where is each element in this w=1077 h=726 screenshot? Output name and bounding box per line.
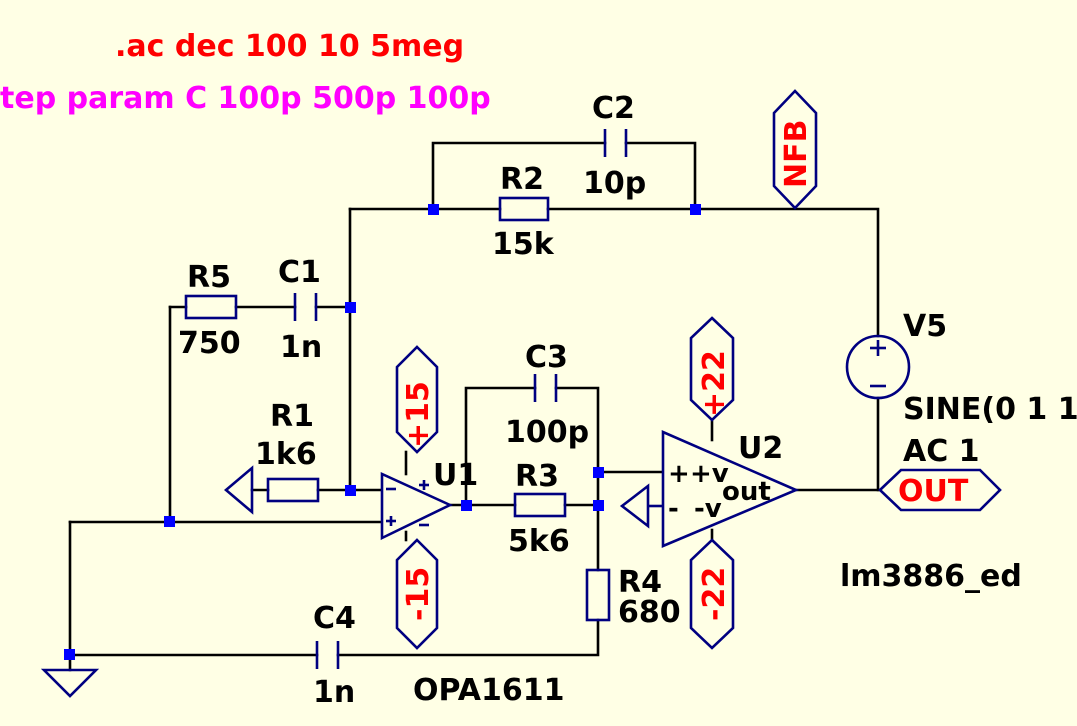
capacitor-c2[interactable]: C2 10p — [583, 91, 646, 201]
resistor-r2[interactable]: R2 15k — [492, 162, 555, 262]
step-directive[interactable]: tep param C 100p 500p 100p — [0, 81, 491, 116]
ground-u2-icon — [619, 483, 650, 529]
junctions — [64, 204, 701, 660]
net-label-nfb[interactable]: NFB — [772, 89, 818, 210]
amplifier-u2[interactable]: + - +v -v out U2 lm3886_ed — [661, 430, 1022, 594]
r3-ref: R3 — [515, 459, 559, 494]
resistor-r5[interactable]: R5 750 — [178, 260, 241, 361]
u2-neg-text: -22 — [697, 567, 732, 621]
c4-ref: C4 — [313, 601, 356, 636]
resistor-r4[interactable]: R4 680 — [585, 565, 681, 630]
u1-ref: U1 — [433, 458, 478, 493]
u2-pin-inn: - — [668, 494, 679, 524]
r3-value: 5k6 — [508, 524, 570, 559]
c2-ref: C2 — [592, 91, 635, 126]
u1-pos-text: +15 — [401, 381, 436, 448]
ac-directive[interactable]: .ac dec 100 10 5meg — [115, 29, 464, 64]
r1-value: 1k6 — [255, 437, 317, 472]
net-label-u1-negative[interactable]: -15 — [395, 538, 439, 650]
capacitor-c4[interactable]: C4 1n — [313, 601, 356, 710]
c4-value: 1n — [313, 675, 355, 710]
r2-value: 15k — [492, 227, 555, 262]
v5-ref: V5 — [903, 309, 947, 344]
net-label-u2-negative[interactable]: -22 — [689, 538, 735, 650]
u2-pos-text: +22 — [697, 350, 732, 417]
u1-model: OPA1611 — [413, 673, 564, 708]
net-label-u1-positive[interactable]: +15 — [395, 345, 439, 454]
v5-spec-line2: AC 1 — [903, 434, 980, 469]
wires — [68, 141, 882, 672]
capacitor-c1[interactable]: C1 1n — [278, 255, 322, 365]
r5-value: 750 — [178, 326, 241, 361]
nfb-text: NFB — [779, 120, 814, 188]
resistor-r3[interactable]: R3 5k6 — [508, 459, 570, 559]
r4-ref: R4 — [618, 565, 662, 600]
r5-ref: R5 — [187, 260, 231, 295]
u2-pin-out: out — [722, 477, 771, 507]
u2-ref: U2 — [738, 431, 783, 466]
u2-pin-vp: +v — [690, 459, 729, 489]
u2-pin-inp: + — [668, 459, 690, 489]
u1-neg-text: -15 — [401, 567, 436, 621]
opamp-u1[interactable]: U1 OPA1611 — [380, 458, 564, 708]
r4-value: 680 — [618, 595, 681, 630]
c1-value: 1n — [280, 330, 322, 365]
resistor-r1[interactable]: R1 1k6 — [255, 399, 320, 503]
v5-spec-line1: SINE(0 1 1 — [903, 392, 1077, 427]
c1-ref: C1 — [278, 255, 321, 290]
out-text: OUT — [898, 474, 969, 509]
r2-ref: R2 — [500, 162, 544, 197]
r1-ref: R1 — [270, 399, 314, 434]
c2-value: 10p — [583, 166, 646, 201]
c3-value: 100p — [505, 415, 589, 450]
c3-ref: C3 — [525, 340, 568, 375]
net-label-u2-positive[interactable]: +22 — [689, 316, 735, 422]
ground-r1-icon — [223, 465, 254, 515]
u2-model: lm3886_ed — [840, 559, 1022, 594]
capacitor-c3[interactable]: C3 100p — [505, 340, 589, 450]
voltage-source-v5[interactable]: V5 SINE(0 1 1 AC 1 — [845, 309, 1077, 469]
net-label-out[interactable]: OUT — [878, 468, 1002, 512]
ground-main-icon — [40, 668, 100, 698]
u2-pin-vn: -v — [694, 494, 722, 524]
